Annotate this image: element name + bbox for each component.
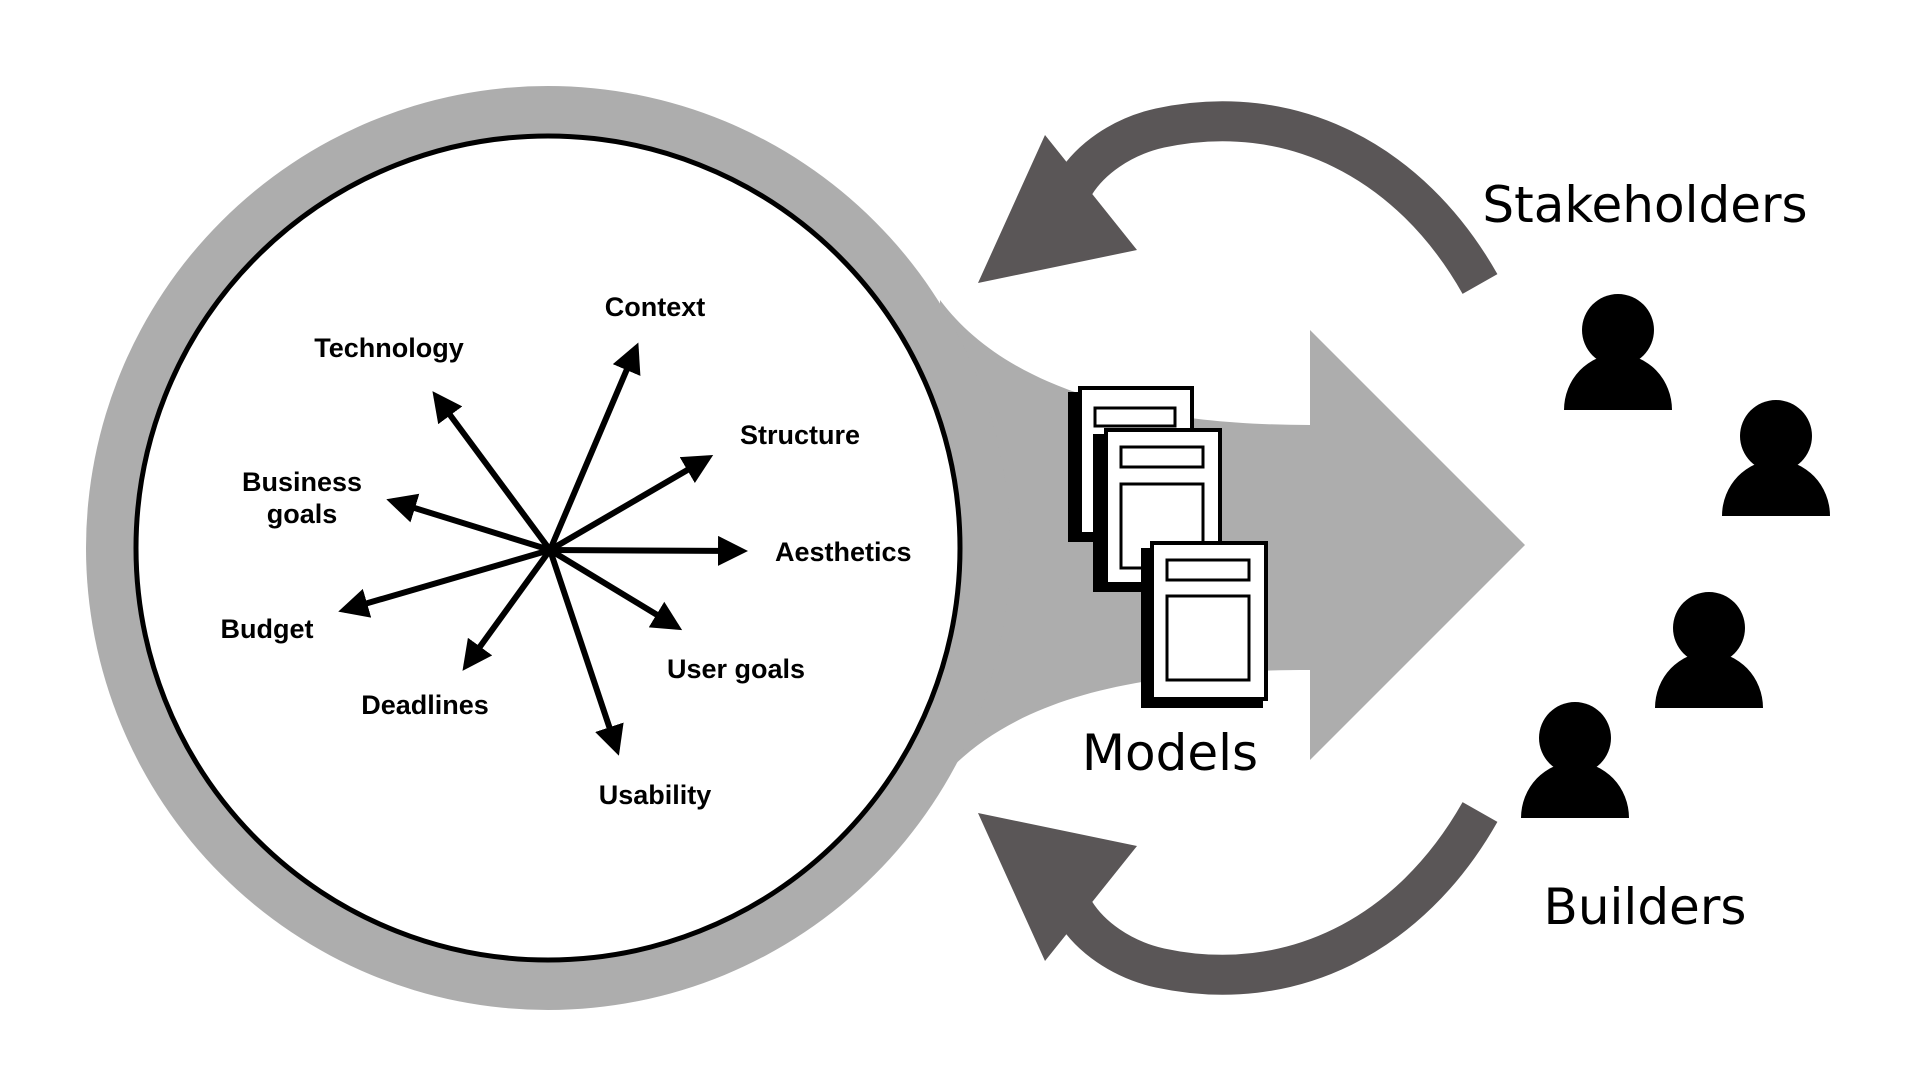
document-icon bbox=[1141, 541, 1268, 708]
label-deadlines: Deadlines bbox=[361, 690, 489, 720]
arrow-context bbox=[547, 342, 641, 552]
label-models: Models bbox=[1082, 724, 1258, 782]
label-stakeholders: Stakeholders bbox=[1482, 176, 1807, 234]
arrow-budget bbox=[338, 547, 551, 618]
person-icon bbox=[1722, 400, 1830, 516]
person-icon bbox=[1521, 702, 1629, 818]
arrow-usability bbox=[547, 549, 624, 756]
arrow-structure bbox=[548, 454, 714, 553]
feedback-arrow-bottom bbox=[978, 802, 1498, 995]
label-aesthetics: Aesthetics bbox=[775, 537, 912, 567]
label-context: Context bbox=[605, 292, 706, 322]
label-budget: Budget bbox=[221, 614, 314, 644]
person-icon bbox=[1564, 294, 1672, 410]
label-business-goals-line2: goals bbox=[267, 499, 338, 529]
feedback-arrow-top bbox=[978, 101, 1498, 294]
factor-labels: Context Technology Structure Business go… bbox=[221, 292, 912, 810]
person-icon bbox=[1655, 592, 1763, 708]
label-technology: Technology bbox=[314, 333, 464, 363]
arrow-user-goals bbox=[548, 547, 683, 631]
model-documents bbox=[1068, 386, 1268, 708]
arrow-aesthetics bbox=[549, 535, 748, 566]
label-usability: Usability bbox=[599, 780, 712, 810]
label-user-goals: User goals bbox=[667, 654, 805, 684]
factor-arrows bbox=[338, 342, 748, 756]
label-builders: Builders bbox=[1544, 878, 1747, 936]
label-business-goals-line1: Business bbox=[242, 467, 362, 497]
big-arrow bbox=[1300, 330, 1525, 760]
arrow-technology bbox=[432, 391, 553, 552]
arrow-business-goals bbox=[386, 493, 551, 553]
arrow-deadlines bbox=[462, 548, 553, 671]
label-structure: Structure bbox=[740, 420, 860, 450]
